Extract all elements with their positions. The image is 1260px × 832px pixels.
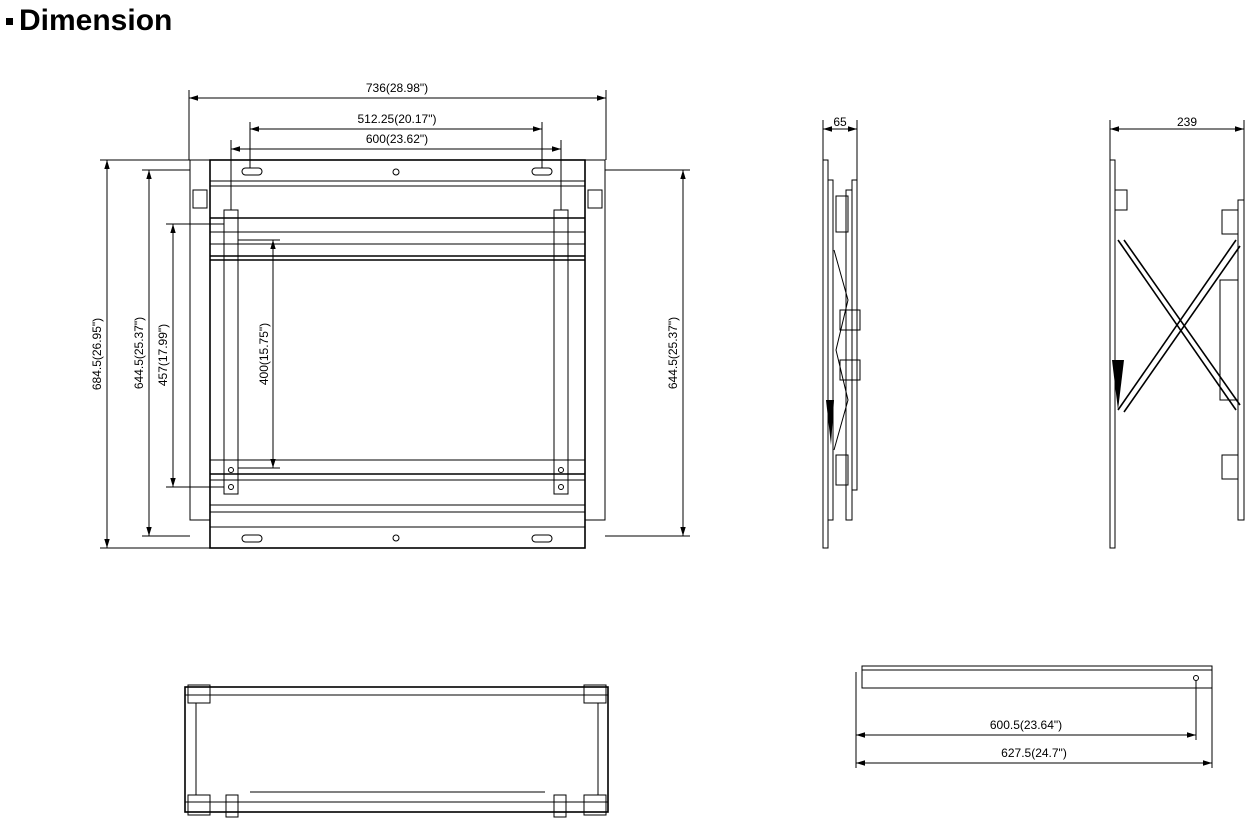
dim-hole-span-outer: 512.25(20.17")	[358, 112, 437, 126]
bottom-view-rail: 600.5(23.64") 627.5(24.7")	[855, 665, 1213, 768]
section-title: Dimension	[6, 4, 172, 38]
front-view: 736(28.98") 512.25(20.17") 600(23.62") 6…	[90, 81, 690, 549]
dim-frame-height-right: 644.5(25.37")	[666, 317, 680, 389]
dim-bottom-inner: 600.5(23.64")	[990, 718, 1062, 732]
bottom-view-frame	[184, 684, 609, 818]
dim-side-depth-closed: 65	[833, 115, 847, 129]
dim-overall-width: 736(28.98")	[366, 81, 428, 95]
dim-side-depth-open: 239	[1177, 115, 1197, 129]
dim-mount-height: 457(17.99")	[156, 324, 170, 386]
bullet-icon	[6, 17, 13, 25]
dim-overall-height: 684.5(26.95")	[90, 318, 104, 390]
side-view-extended: 239	[1109, 115, 1245, 549]
side-view-closed: 65	[822, 115, 861, 549]
dim-vesa-vertical: 400(15.75")	[257, 323, 271, 385]
dim-bottom-outer: 627.5(24.7")	[1001, 746, 1067, 760]
dim-hole-span-inner: 600(23.62")	[366, 132, 428, 146]
title-text: Dimension	[19, 4, 173, 37]
dim-frame-height-left: 644.5(25.37")	[132, 317, 146, 389]
